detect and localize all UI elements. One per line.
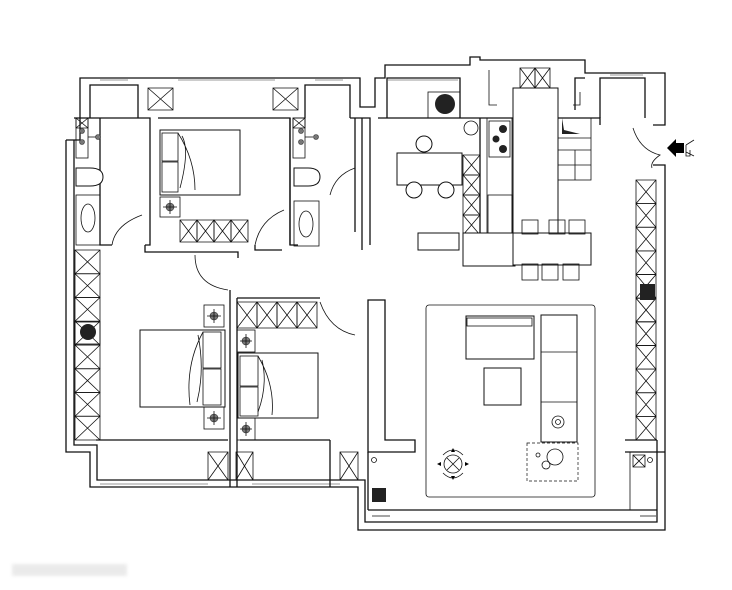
bathroom-fixtures bbox=[75, 117, 321, 247]
plant-icon bbox=[74, 91, 655, 502]
ottoman bbox=[483, 367, 522, 406]
wardrobe-icon bbox=[635, 368, 657, 394]
wardrobe-icon bbox=[179, 219, 198, 243]
wardrobe-icon bbox=[74, 368, 101, 393]
wardrobe-icon bbox=[462, 194, 481, 216]
wardrobe-icon bbox=[462, 154, 481, 176]
bed-top-bedroom bbox=[159, 129, 241, 196]
kitchen bbox=[462, 70, 592, 281]
door-third-bedroom[interactable] bbox=[319, 301, 356, 336]
exterior-walls bbox=[65, 56, 666, 531]
wardrobe-icon bbox=[74, 297, 101, 322]
wardrobe-icon bbox=[635, 250, 657, 275]
wardrobe-icon bbox=[462, 214, 481, 236]
wardrobe-icon bbox=[230, 219, 249, 243]
wardrobe-icon bbox=[213, 219, 232, 243]
sofa bbox=[465, 315, 535, 360]
wardrobe-icon bbox=[74, 392, 101, 417]
watermark bbox=[12, 564, 127, 576]
wardrobe-icon bbox=[207, 451, 229, 481]
sectional-sofa bbox=[540, 314, 578, 443]
door-bathroom-right[interactable] bbox=[329, 167, 356, 196]
wardrobe-icon bbox=[276, 301, 298, 329]
dining-chair bbox=[405, 181, 423, 199]
wardrobe-icon bbox=[74, 273, 101, 298]
wardrobe-icon bbox=[74, 249, 101, 275]
wardrobe-icon bbox=[256, 301, 278, 329]
wardrobe-icon bbox=[632, 454, 646, 468]
door-master-bedroom[interactable] bbox=[194, 254, 229, 291]
wardrobe-icon bbox=[236, 301, 258, 329]
toilet-icon bbox=[75, 167, 104, 187]
wardrobe-icon bbox=[74, 415, 101, 441]
wardrobe-icon bbox=[272, 87, 299, 111]
living-room bbox=[425, 304, 596, 498]
bed-third-bedroom bbox=[237, 352, 319, 419]
doors bbox=[111, 127, 661, 336]
lamp-icon bbox=[159, 196, 256, 441]
sink-icon bbox=[463, 120, 479, 136]
rug bbox=[425, 304, 596, 498]
stove-icon bbox=[488, 120, 511, 158]
wardrobe-icon bbox=[196, 219, 215, 243]
wardrobe-icon bbox=[235, 451, 254, 481]
wardrobe-icon bbox=[635, 226, 657, 252]
balcony bbox=[367, 451, 658, 517]
bar-stools bbox=[521, 219, 586, 281]
wardrobe-icon bbox=[635, 321, 657, 346]
robot-vacuum-icon bbox=[437, 448, 469, 480]
wardrobe-icon bbox=[635, 297, 657, 323]
wardrobe-icon bbox=[339, 451, 359, 481]
sideboard bbox=[417, 232, 460, 251]
wardrobe-icon bbox=[635, 345, 657, 370]
wardrobe-icon bbox=[296, 301, 318, 329]
wardrobe-icon bbox=[292, 117, 306, 129]
wardrobe-icon bbox=[74, 344, 101, 370]
bathtub-icon bbox=[293, 200, 320, 247]
bathtub-icon bbox=[75, 194, 101, 246]
wardrobe-icon bbox=[147, 87, 174, 111]
door-bathroom-left[interactable] bbox=[111, 214, 143, 246]
side-table bbox=[526, 442, 579, 482]
wardrobe-icon bbox=[462, 174, 481, 196]
dining-table bbox=[396, 135, 463, 199]
bed-master-bedroom bbox=[139, 329, 226, 408]
entrance-arrow-icon bbox=[667, 139, 695, 157]
wardrobe-icon bbox=[75, 117, 89, 129]
dining-chair bbox=[437, 181, 455, 199]
wardrobe-icon bbox=[635, 392, 657, 417]
wardrobe-icon bbox=[635, 203, 657, 228]
entrance-door[interactable] bbox=[632, 127, 661, 169]
wardrobe-icon bbox=[519, 67, 536, 89]
wardrobe-icon bbox=[635, 415, 657, 441]
dining-chair bbox=[415, 135, 433, 153]
door-bedroom-top[interactable] bbox=[254, 209, 285, 246]
wardrobe-icon bbox=[635, 179, 657, 205]
toilet-icon bbox=[293, 167, 321, 187]
wardrobe-icon bbox=[534, 67, 551, 89]
